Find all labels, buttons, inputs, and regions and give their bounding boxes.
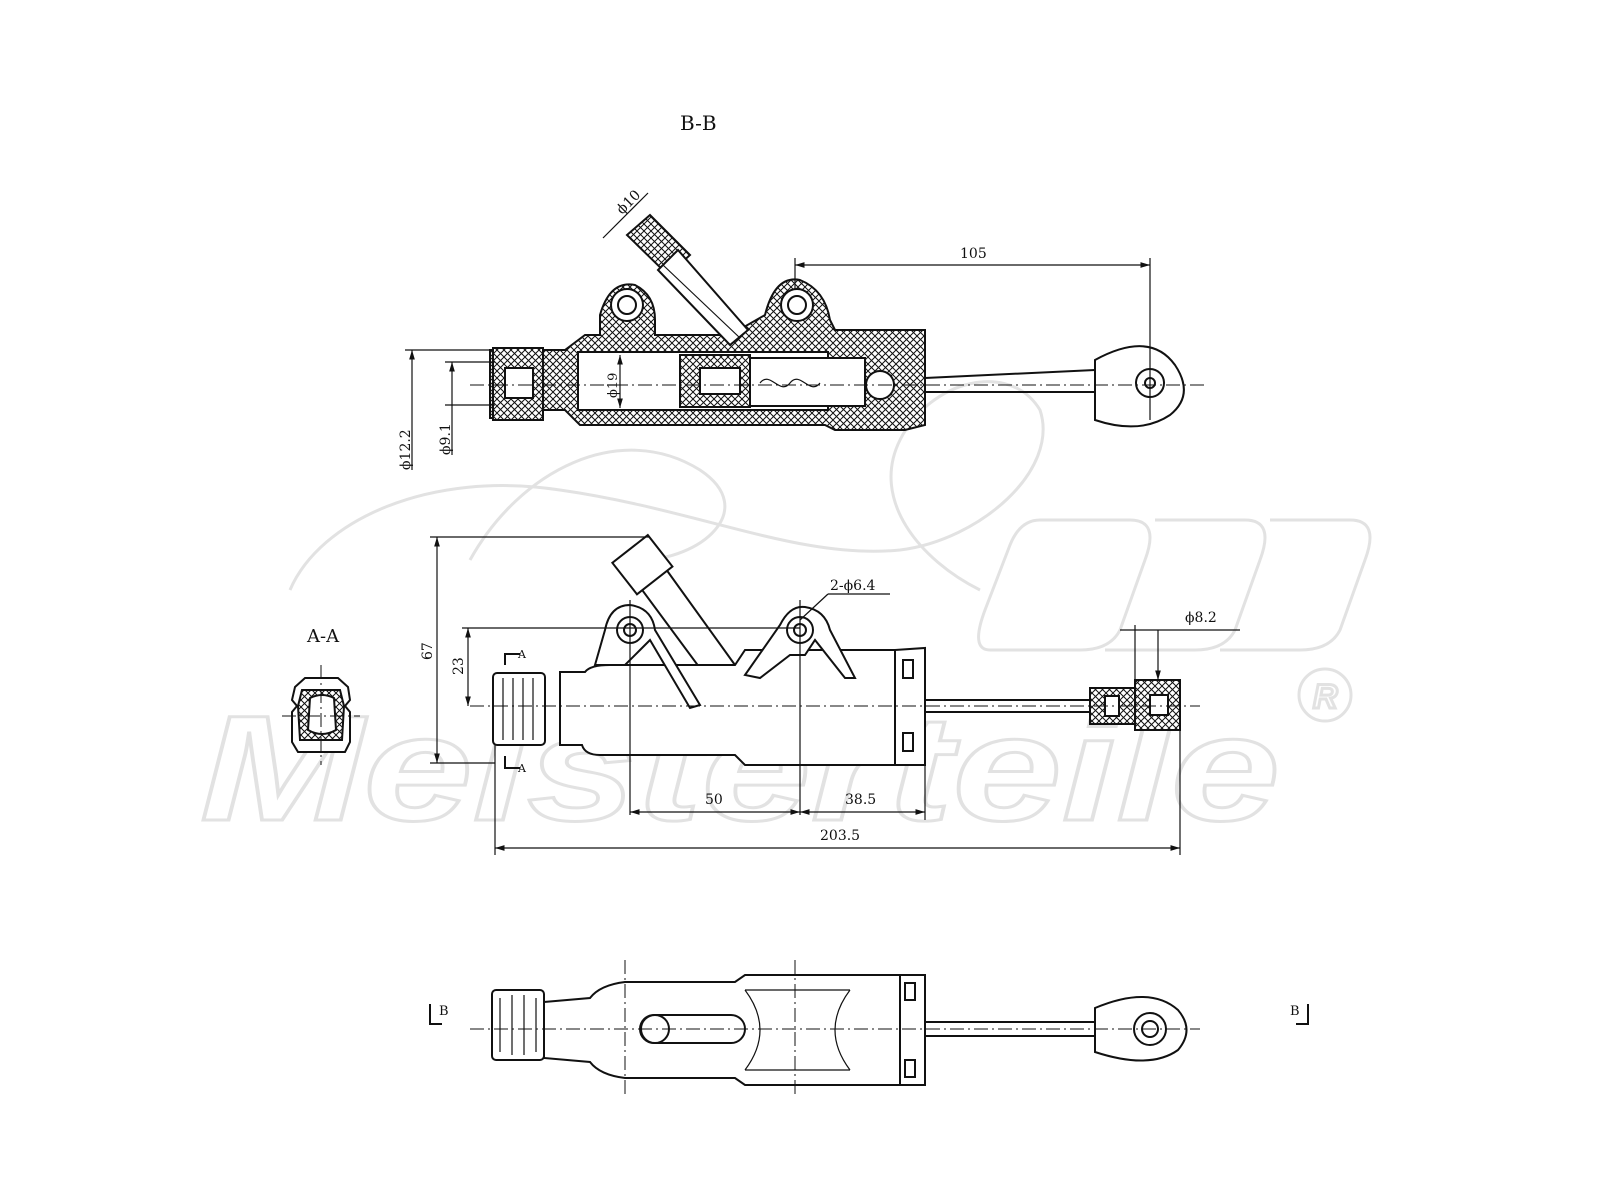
- inlet-connector-bore: [504, 367, 534, 399]
- section-bb-title: B-B: [680, 111, 717, 135]
- inlet-connector: [492, 672, 546, 746]
- piston-core: [699, 367, 741, 395]
- cut-line-a-top: [504, 653, 520, 665]
- dim-50-label: 50: [705, 792, 723, 808]
- dim-phi10-line: [602, 192, 649, 239]
- dim-2phi64-label: 2-ϕ6.4: [830, 578, 876, 594]
- dim-phi9-label: ϕ9.1: [438, 423, 454, 455]
- dim-phi82-label: ϕ8.2: [1185, 610, 1217, 626]
- inlet-connector-ribs: [502, 678, 534, 740]
- mount-hole-right-inner: [787, 295, 807, 315]
- dim-2phi64-leader: [799, 593, 829, 621]
- cut-mark-b-left: B: [439, 1004, 449, 1019]
- spring-detail: [759, 378, 821, 388]
- dim-105-label: 105: [960, 246, 987, 262]
- bottom-body-saddle: [744, 989, 851, 1071]
- watermark-registered-circle: [1297, 667, 1353, 723]
- cut-mark-b-right: B: [1290, 1004, 1300, 1019]
- bottom-connector-ribs: [499, 995, 537, 1055]
- bottom-flange-slot-bottom: [904, 1059, 916, 1078]
- flange-slot-bottom: [902, 732, 914, 752]
- cut-mark-a-top: A: [517, 648, 527, 661]
- watermark-registered-mark: R: [1313, 678, 1338, 716]
- mount-hole-left-inner: [617, 295, 637, 315]
- aa-inner-bore: [306, 694, 338, 735]
- dim-phi12-label: ϕ12.2: [398, 429, 414, 470]
- dim-38-label: 38.5: [845, 792, 876, 808]
- section-bb-view: 105 ϕ10 ϕ12.2 ϕ9.1 ϕ19: [398, 187, 1205, 470]
- dim-phi19-label: ϕ19: [606, 373, 621, 398]
- pushrod-top-line: [924, 369, 1096, 379]
- rear-bore: [749, 357, 866, 407]
- dim-2035-label: 203.5: [820, 828, 860, 844]
- flange-slot-top: [902, 659, 914, 679]
- bottom-flange-slot-top: [904, 982, 916, 1001]
- bottom-view: B B: [429, 960, 1309, 1095]
- dim-67-label: 67: [420, 642, 436, 660]
- side-rod-eye-bore: [1149, 694, 1169, 716]
- watermark-logo-bars: [977, 518, 1372, 652]
- dim-23-label: 23: [451, 657, 467, 675]
- watermark-swoosh: [288, 380, 1045, 592]
- side-view: A A 67 23 2-ϕ6.4 ϕ8.2 50 38.5 203.5: [420, 533, 1240, 855]
- cut-line-b-right: [1296, 1004, 1309, 1025]
- dim-phi10-label: ϕ10: [614, 187, 645, 218]
- feed-tube-section: [625, 213, 750, 347]
- section-aa-title: A-A: [306, 626, 340, 647]
- cut-line-a-bottom: [504, 756, 520, 769]
- reservoir-cap: [610, 533, 674, 596]
- section-aa-view: [282, 665, 360, 765]
- cut-line-b-left: [429, 1004, 442, 1025]
- cut-mark-a-bottom: A: [517, 762, 527, 775]
- watermark-swoosh-inner: [468, 448, 727, 562]
